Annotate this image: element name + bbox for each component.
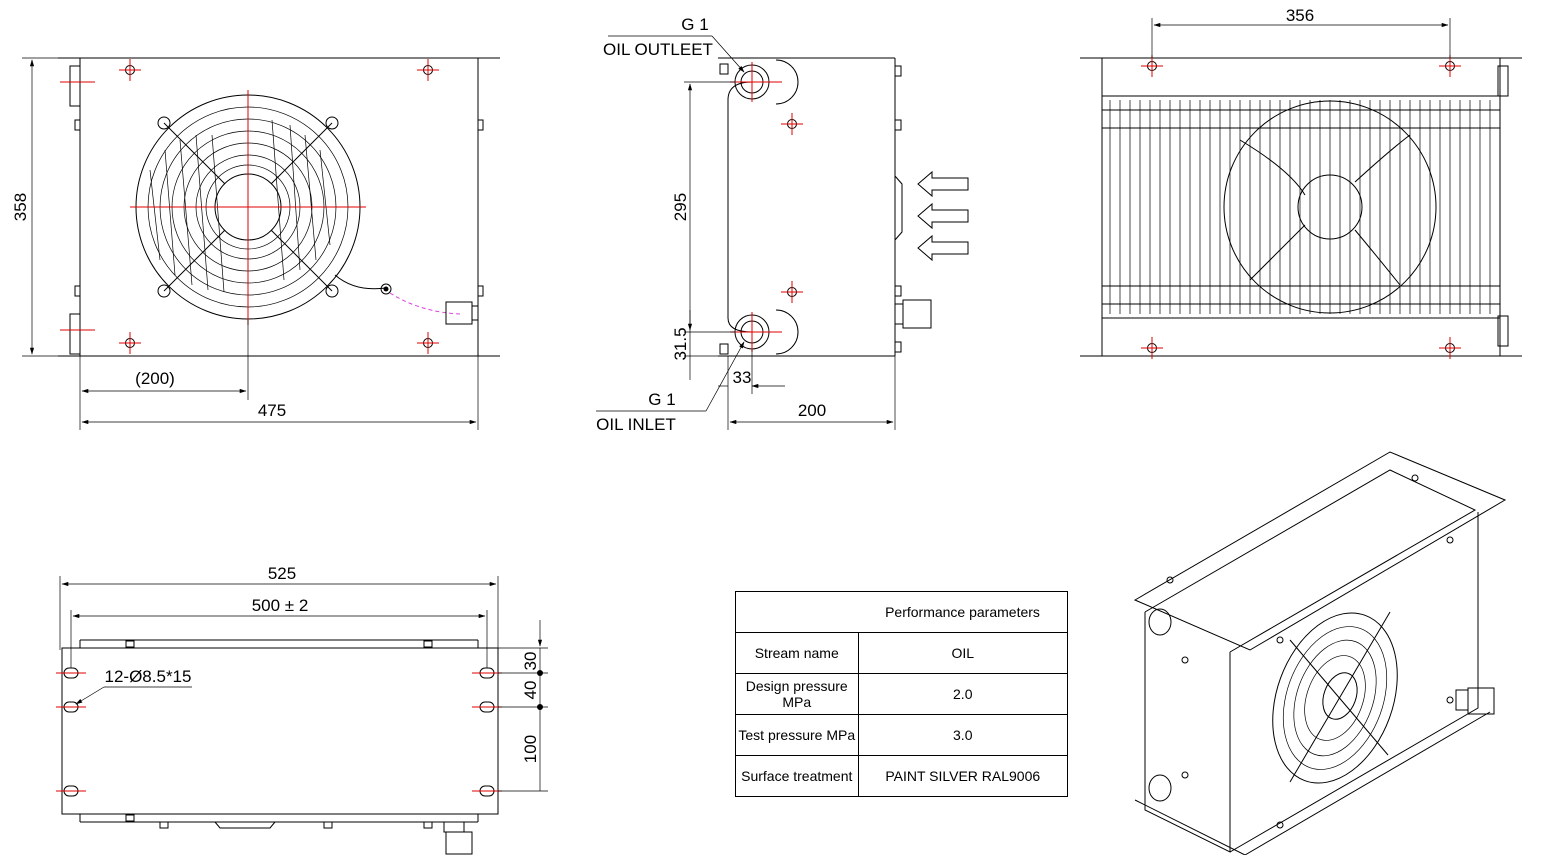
row-value: PAINT SILVER RAL9006	[857, 755, 1068, 797]
row-label: Test pressure MPa	[735, 714, 859, 756]
outlet-thread: G 1	[681, 15, 708, 34]
hole-spec: 12-Ø8.5*15	[105, 667, 192, 686]
inlet-thread: G 1	[648, 390, 675, 409]
isometric-view	[1133, 451, 1507, 855]
dim-center-200: (200)	[135, 369, 175, 388]
table-row: Stream name OIL	[735, 632, 1068, 674]
dim-depth: 200	[798, 401, 826, 420]
row-label: Surface treatment	[735, 755, 859, 797]
table-header: Performance parameters	[858, 591, 1068, 633]
dim-port-offset: 33	[733, 368, 752, 387]
dim-holes: 500 ± 2	[252, 596, 309, 615]
table-row: Test pressure MPa 3.0	[735, 714, 1068, 756]
row-label: Stream name	[735, 632, 859, 674]
front-view: 358 (200) 475	[11, 57, 500, 430]
row-label: Design pressure MPa	[735, 673, 859, 715]
dim-a: 30	[521, 652, 540, 671]
dim-hole-spacing: 356	[1286, 6, 1314, 25]
dim-width-475: 475	[258, 401, 286, 420]
inlet-label: OIL INLET	[596, 415, 676, 434]
airflow-arrows	[917, 170, 969, 262]
dim-height-358: 358	[11, 193, 30, 221]
outlet-label: OIL OUTLEET	[603, 40, 713, 59]
row-value: OIL	[857, 632, 1068, 674]
side-view: G 1 OIL OUTLEET G 1 OIL INLET 295 31.5 3…	[596, 15, 969, 434]
dim-port-height: 31.5	[671, 327, 690, 360]
table-row: Surface treatment PAINT SILVER RAL9006	[735, 755, 1068, 797]
cooler-fins	[1109, 100, 1491, 314]
dim-port-spacing: 295	[671, 193, 690, 221]
row-value: 2.0	[857, 673, 1068, 715]
table-row: Design pressure MPa 2.0	[735, 673, 1068, 715]
row-value: 3.0	[857, 714, 1068, 756]
dim-overall: 525	[268, 564, 296, 583]
dim-b: 40	[521, 681, 540, 700]
back-view: 356	[1080, 6, 1522, 360]
performance-table: Performance parameters Stream name OIL D…	[735, 591, 1068, 797]
bottom-view: 525 500 ± 2 12-Ø8.5*15 30 40 100	[56, 564, 548, 855]
dim-c: 100	[521, 735, 540, 763]
